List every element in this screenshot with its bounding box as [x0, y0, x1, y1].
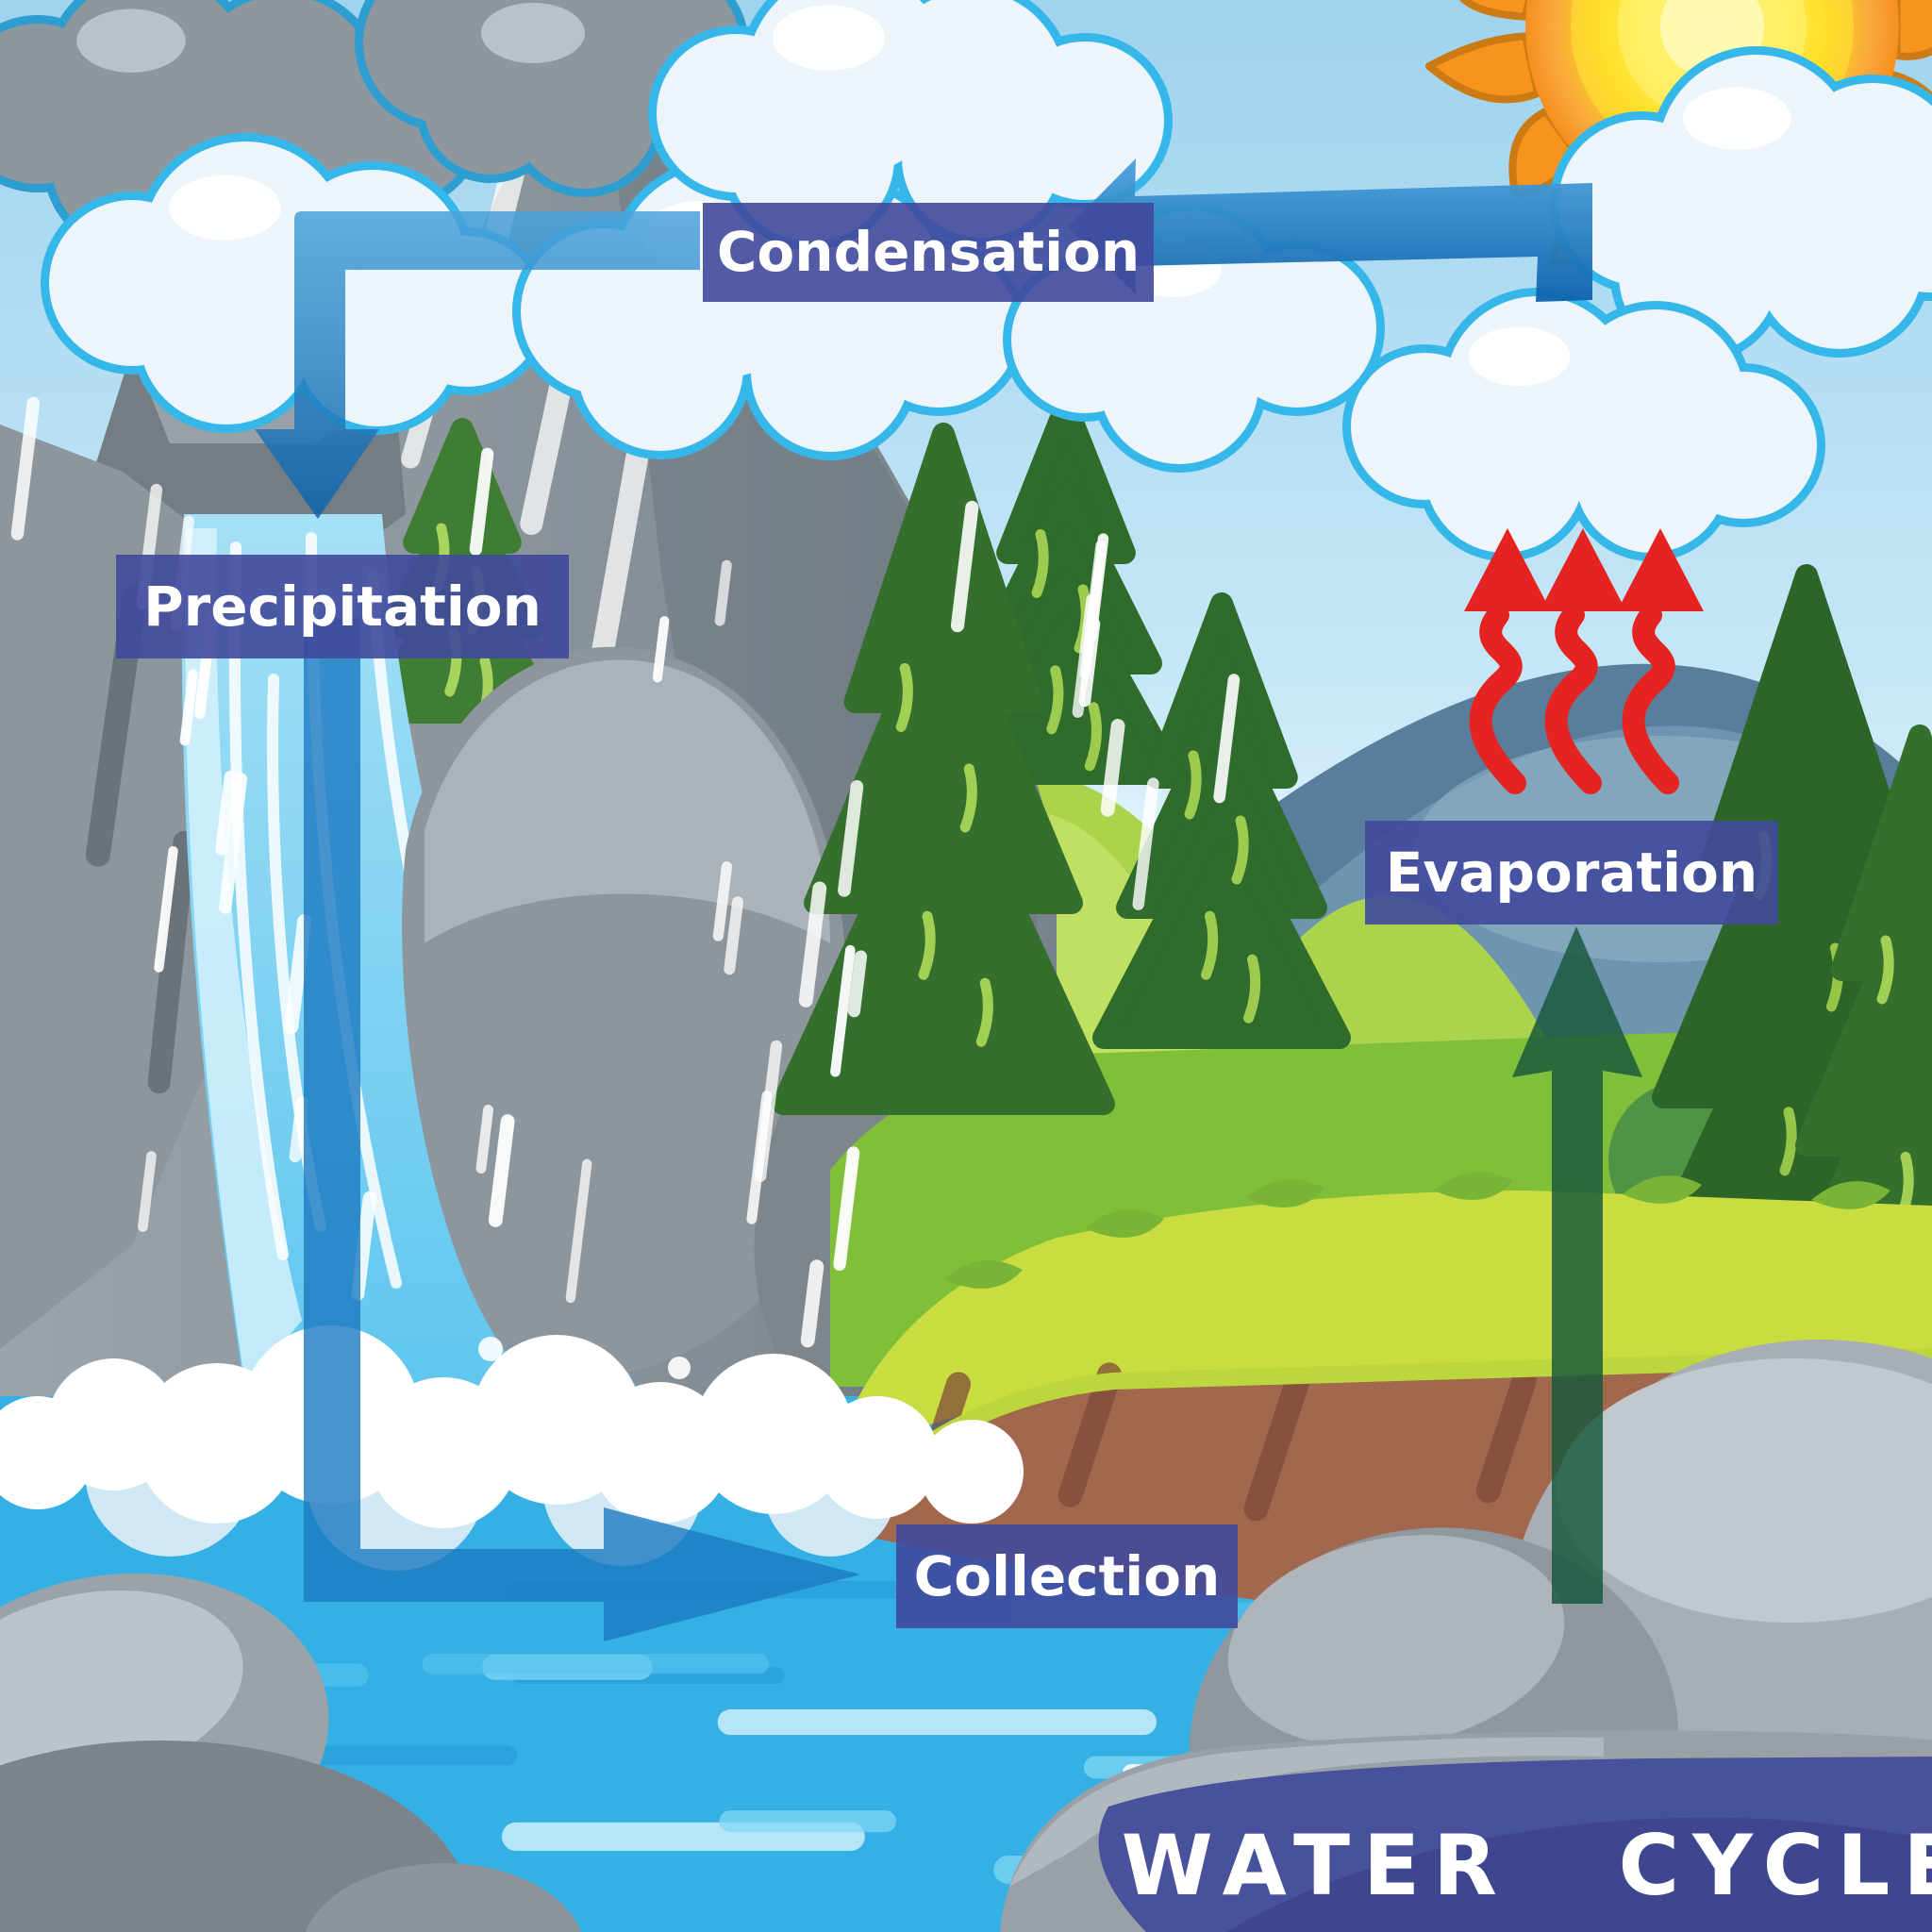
- collection-label-box: [896, 1524, 1238, 1628]
- stage-labels: Condensation Precipitation Evaporation C…: [116, 203, 1778, 1628]
- title-banner: WATER CYCLE: [1098, 1757, 1932, 1932]
- heat-arrows: [1464, 528, 1704, 794]
- precipitation-label-box: [116, 555, 569, 658]
- precipitation-arrow: [255, 211, 700, 519]
- collection-arrow: [304, 618, 860, 1641]
- grass-tufts: [943, 1172, 1890, 1289]
- evaporation-label-box: [1365, 821, 1778, 924]
- condensation-arrow: [1068, 158, 1592, 302]
- grass-band: [830, 1191, 1932, 1467]
- rocks-bottom-left: [0, 1573, 581, 1932]
- cycle-arrows: [255, 158, 1704, 1641]
- evaporation-arrow: [1512, 926, 1642, 1604]
- waterfall-foam: [0, 1325, 1024, 1571]
- diagram-title: WATER CYCLE: [1122, 1817, 1932, 1914]
- collection-label: Collection: [914, 1544, 1221, 1608]
- precipitation-label: Precipitation: [143, 575, 541, 639]
- condensation-label-box: [703, 203, 1154, 302]
- evaporation-label: Evaporation: [1386, 841, 1757, 905]
- condensation-label: Condensation: [717, 220, 1140, 284]
